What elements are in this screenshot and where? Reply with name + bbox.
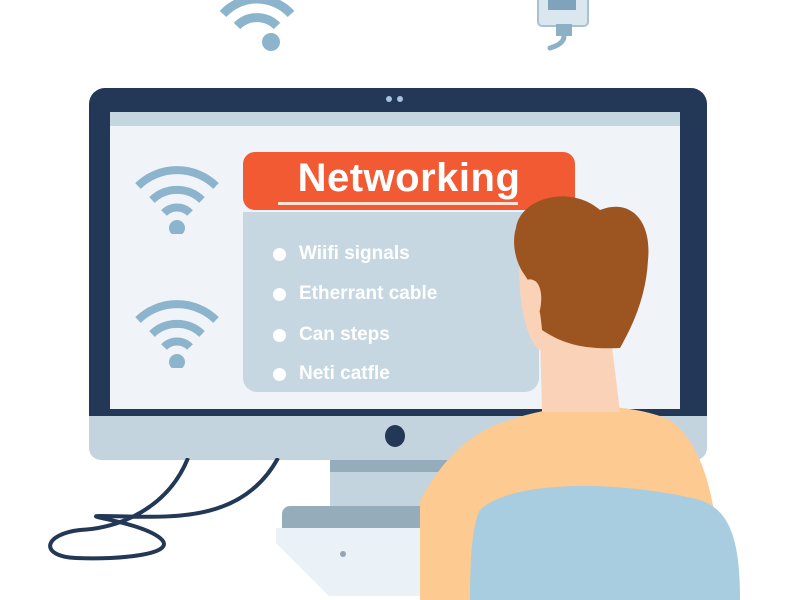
list-item-label: Neti catfle [299, 363, 390, 384]
bullet-icon [273, 328, 286, 342]
base-dot [340, 551, 346, 557]
topic-list-panel: Wiifi signals Etherrant cable Can steps … [243, 212, 539, 392]
person-illustration [420, 180, 800, 600]
list-item: Wiifi signals [273, 239, 410, 269]
wifi-icon [215, 0, 299, 54]
list-item: Neti catfle [273, 359, 390, 389]
ethernet-plug-icon [536, 0, 596, 52]
bullet-icon [273, 287, 286, 301]
bullet-icon [273, 247, 286, 261]
list-item-label: Wiifi signals [299, 243, 410, 264]
power-button[interactable] [385, 425, 405, 447]
bullet-icon [273, 367, 286, 381]
camera-dot [397, 96, 403, 102]
cable-icon [40, 458, 300, 568]
wifi-icon [132, 298, 222, 368]
camera-dot [386, 96, 392, 102]
title-underline [278, 202, 518, 205]
title-badge: Networking [243, 152, 575, 210]
wifi-icon [132, 164, 222, 234]
list-item-label: Can steps [299, 324, 390, 345]
list-item: Etherrant cable [273, 279, 437, 309]
page-title: Networking [297, 156, 521, 200]
screen-top-bar [110, 112, 680, 126]
list-item: Can steps [273, 320, 390, 350]
list-item-label: Etherrant cable [299, 283, 438, 304]
